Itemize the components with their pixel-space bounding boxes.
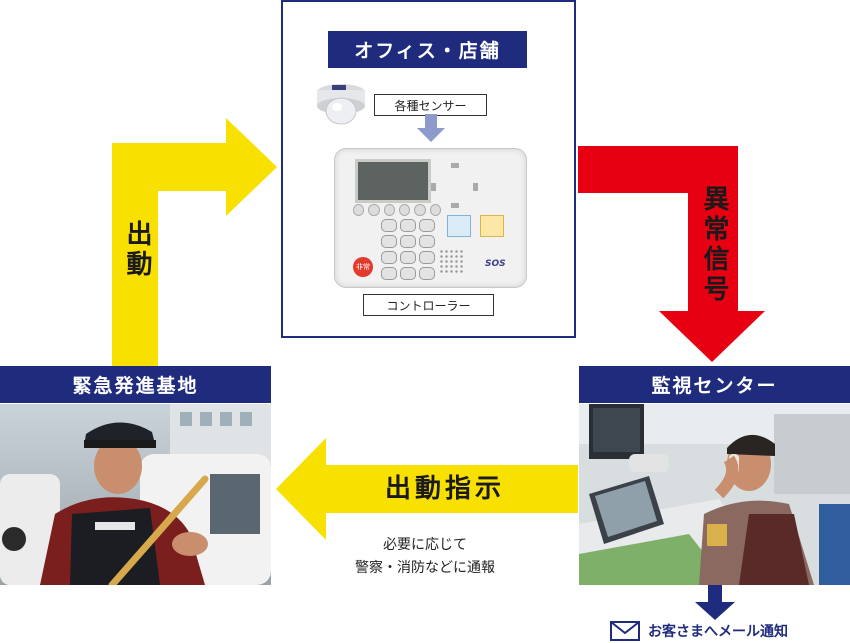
speaker-grille [439, 249, 463, 273]
center-title: 監視センター [579, 366, 850, 403]
sos-logo: SOS [485, 259, 506, 269]
motion-sensor-image [317, 84, 365, 125]
envelope-icon [610, 621, 640, 641]
emergency-button: 非常 [353, 257, 373, 277]
mail-notice: お客さまへメール通知 [610, 620, 850, 642]
dispatch-arrow-text: 出動 [122, 220, 152, 280]
notify-authorities-note: 必要に応じて 警察・消防などに通報 [320, 534, 530, 580]
controller-screen [355, 159, 431, 203]
note-line-2: 警察・消防などに通報 [355, 560, 495, 576]
base-title: 緊急発進基地 [0, 366, 271, 403]
guard-photo [0, 404, 271, 585]
away-mode-icon [447, 215, 471, 237]
mail-notify-arrow [695, 585, 735, 620]
dispatch-order-text: 出動指示 [384, 474, 505, 504]
controller-function-buttons [353, 204, 441, 216]
sensor-label: 各種センサー [374, 94, 487, 116]
dispatch-arrow [112, 118, 277, 370]
note-line-1: 必要に応じて [383, 537, 467, 553]
controller-keypad [381, 219, 441, 280]
alarm-signal-arrow [578, 146, 765, 362]
dispatch-order-arrow [276, 438, 578, 540]
mail-notice-label: お客さまへメール通知 [648, 624, 788, 640]
home-mode-icon [480, 215, 504, 237]
sensor-to-controller-arrow [417, 114, 445, 142]
controller-label: コントローラー [363, 294, 494, 316]
alarm-signal-text: 異常信号 [699, 185, 729, 305]
operator-photo [579, 404, 850, 585]
controller-nav [431, 163, 481, 213]
office-title: オフィス・店舗 [328, 31, 527, 68]
controller-device: 非常 SOS [334, 148, 527, 288]
